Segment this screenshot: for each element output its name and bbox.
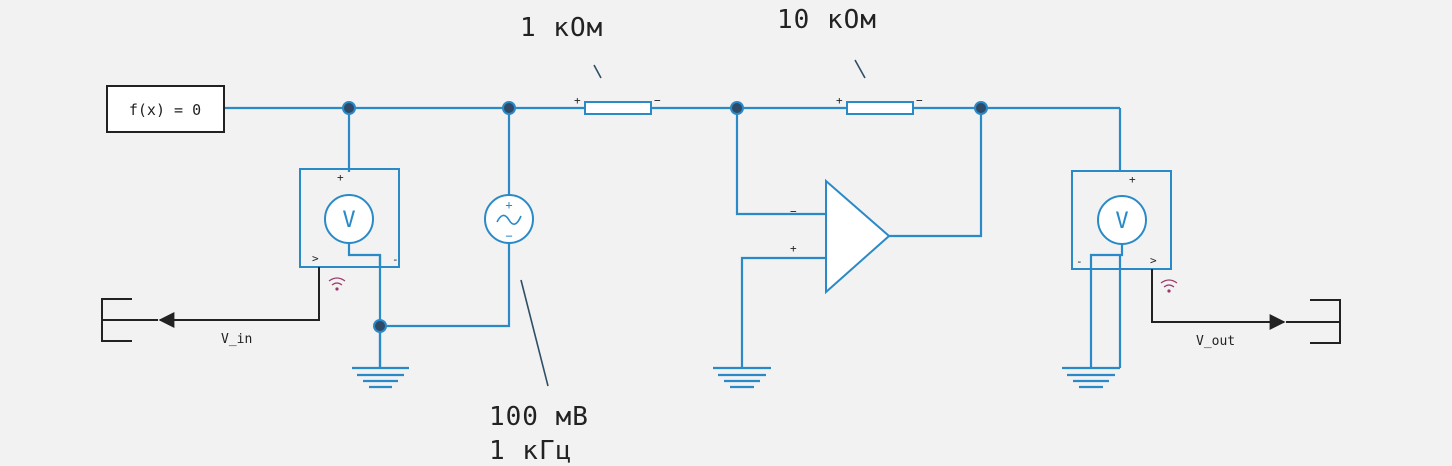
sensor-wifi-icon-out — [1160, 279, 1178, 293]
resistor-2-minus: − — [916, 94, 923, 107]
voltmeter-in-symbol: V — [342, 208, 355, 233]
opamp-plus: + — [790, 242, 797, 255]
voltmeter-out-symbol: V — [1115, 209, 1128, 234]
ground-1-icon[interactable] — [352, 366, 409, 389]
wires — [224, 106, 1122, 368]
resistor-2-plus: + — [836, 94, 843, 107]
voltmeter-out-minus: - — [1076, 255, 1083, 268]
sensor-wifi-icon-in — [328, 277, 346, 291]
ground-2-icon[interactable] — [713, 366, 771, 389]
sine-wave-icon — [496, 214, 522, 225]
voltmeter-in-minus: - — [392, 253, 399, 266]
outport-in[interactable] — [101, 298, 158, 342]
source-plus: + — [505, 198, 512, 212]
junction-node — [342, 101, 356, 115]
signal-line-in — [158, 267, 320, 328]
junction-node — [730, 101, 744, 115]
voltmeter-in[interactable]: V + - > — [299, 168, 400, 268]
junction-node — [974, 101, 988, 115]
resistor-1[interactable]: + − — [574, 94, 661, 115]
ground-3-icon[interactable] — [1062, 366, 1120, 389]
junction-node — [373, 319, 387, 333]
source-amplitude: 100 мВ — [489, 402, 589, 432]
signal-in-label: V_in — [221, 332, 252, 347]
function-block[interactable]: f(x) = 0 — [106, 85, 225, 133]
voltmeter-out-plus: + — [1129, 173, 1136, 186]
source-leader — [520, 279, 549, 387]
junction-node — [502, 101, 516, 115]
voltmeter-in-plus: + — [337, 171, 344, 184]
signal-line-out — [1151, 269, 1286, 330]
signal-out-label: V_out — [1196, 334, 1235, 349]
voltmeter-out[interactable]: V + - > — [1071, 170, 1172, 270]
voltmeter-out-out: > — [1150, 254, 1157, 267]
resistor-2-leader — [854, 59, 866, 79]
opamp-minus: − — [790, 205, 797, 218]
resistor-1-leader — [593, 64, 602, 79]
resistor-2-value: 10 кОм — [777, 5, 877, 35]
op-amp[interactable]: − + — [790, 178, 891, 295]
resistor-1-value: 1 кОм — [520, 13, 603, 43]
function-block-label: f(x) = 0 — [129, 101, 201, 119]
voltmeter-in-out: > — [312, 252, 319, 265]
resistor-1-minus: − — [654, 94, 661, 107]
source-minus: − — [505, 229, 512, 243]
resistor-2[interactable]: + − — [836, 94, 923, 115]
resistor-1-plus: + — [574, 94, 581, 107]
outport-out[interactable] — [1286, 299, 1341, 344]
source-frequency: 1 кГц — [489, 436, 572, 466]
ac-voltage-source[interactable]: + − — [484, 194, 534, 244]
junction-nodes — [342, 101, 988, 333]
